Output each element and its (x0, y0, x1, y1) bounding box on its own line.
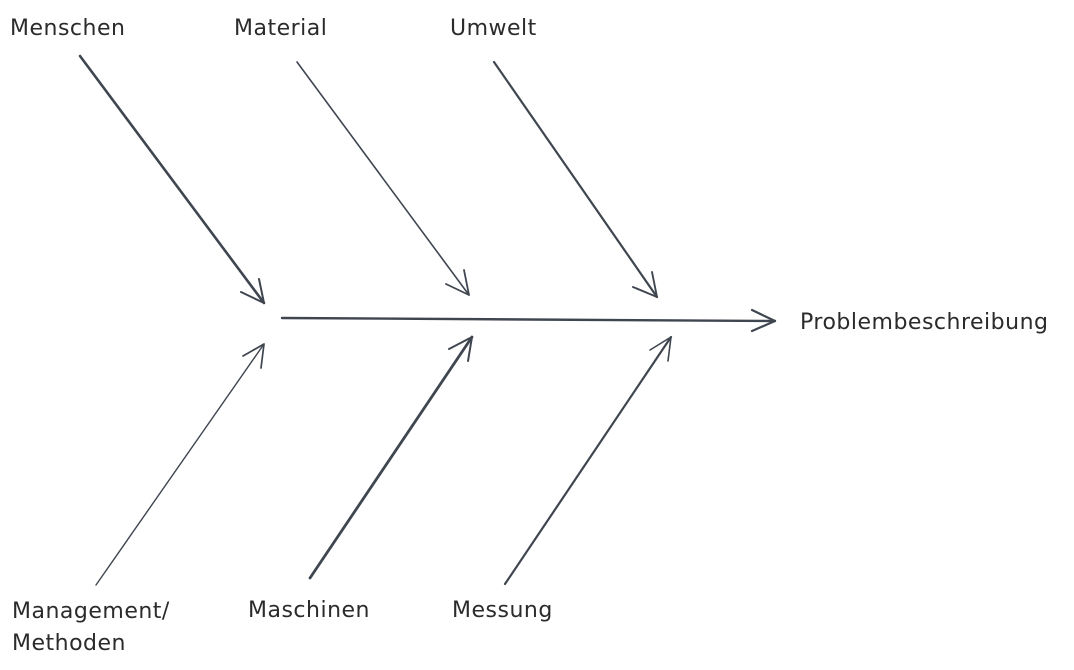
effect-label: Problembeschreibung (800, 310, 1049, 335)
cause-label-umwelt: Umwelt (450, 16, 537, 41)
bone-management (95, 343, 265, 586)
spine-arrowhead (750, 308, 777, 333)
bone-umwelt-head (632, 271, 658, 298)
bone-messung-head (649, 336, 672, 362)
bone-material (296, 61, 470, 296)
cause-label-menschen: Menschen (10, 16, 126, 41)
bone-material-head (445, 269, 470, 296)
cause-label-material: Material (234, 16, 328, 41)
cause-label-management-line2: Methoden (12, 631, 126, 656)
cause-label-management-line1: Management/ (12, 599, 170, 624)
bone-management-head (242, 343, 265, 369)
bone-menschen-head (240, 278, 265, 304)
bone-maschinen (308, 335, 474, 580)
bone-menschen (78, 54, 266, 305)
spine-arrow (280, 316, 777, 323)
cause-label-messung: Messung (452, 598, 553, 623)
cause-label-management: Management/ Methoden (12, 596, 170, 660)
cause-label-maschinen: Maschinen (248, 598, 370, 623)
bone-umwelt (492, 60, 659, 299)
bone-messung (503, 335, 673, 586)
bone-maschinen-head (448, 336, 473, 362)
